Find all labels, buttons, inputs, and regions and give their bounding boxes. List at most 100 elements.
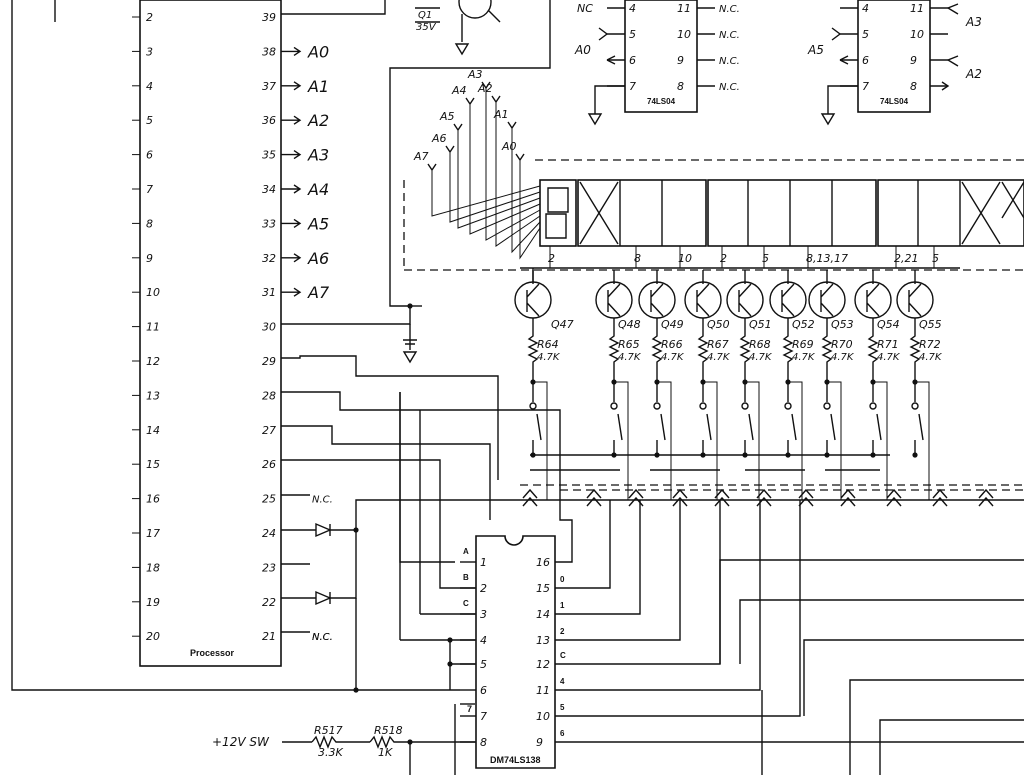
- display-address-label: A7: [413, 150, 429, 163]
- proc-right-pin-number: 38: [262, 45, 276, 58]
- address-label: A4: [307, 180, 329, 199]
- input-fork-icon: [453, 123, 463, 132]
- resistor-value: 4.7K: [792, 352, 816, 363]
- capacitor-symbol: [403, 324, 417, 350]
- arrow-right-icon: [281, 150, 302, 160]
- proc-left-pin-number: 4: [146, 80, 153, 93]
- inverter-pin-number: 4: [862, 2, 869, 15]
- inverter-pin-number: 5: [629, 28, 636, 41]
- switch-blade: [613, 413, 623, 455]
- inverter-pin-number: 8: [677, 80, 684, 93]
- switch-blade: [702, 413, 712, 455]
- proc-left-pin-number: 9: [146, 252, 153, 265]
- resistor-value: 4.7K: [618, 352, 642, 363]
- proc-left-pin-number: 11: [146, 321, 160, 334]
- decoder-body: [475, 535, 556, 769]
- arrow-right-icon: [281, 115, 302, 125]
- dec-out0-wire: [555, 500, 611, 589]
- dec-output-label: 6: [560, 729, 565, 738]
- connector-chevron-icon: [586, 488, 602, 507]
- connector-chevron-icon: [522, 488, 538, 507]
- proc-left-pin-number: 10: [146, 286, 160, 299]
- transistor-label: Q54: [877, 318, 900, 331]
- resistor-ref: R64: [537, 338, 559, 351]
- dec-left-pin-number: 5: [480, 658, 487, 671]
- proc-right-pin-number: 22: [262, 596, 276, 609]
- proc-left-pin-number: 5: [146, 114, 153, 127]
- address-label: A0: [307, 42, 329, 61]
- inverter-output-label: A3: [965, 15, 982, 29]
- connector-chevron-icon: [714, 488, 730, 507]
- inverter-pin-number: 6: [862, 54, 869, 67]
- address-line-wire: [495, 102, 541, 247]
- resistor-ref: R66: [661, 338, 683, 351]
- resistor-value: 4.7K: [919, 352, 943, 363]
- inverter-pin-number: 11: [910, 2, 924, 15]
- switch-contact-icon: [610, 402, 618, 410]
- proc-right-pin-number: 29: [262, 355, 276, 368]
- dec-right-pin-number: 11: [536, 684, 550, 697]
- inverter-pin-number: 9: [910, 54, 917, 67]
- display-address-label: A4: [451, 84, 467, 97]
- left-ground-wire: [11, 0, 460, 691]
- arrow-left-icon: [606, 55, 616, 65]
- column-wire: [788, 381, 803, 500]
- pin28-wire: [281, 391, 573, 563]
- inverter-output-label: A2: [965, 67, 982, 81]
- arrow-right-icon: [281, 46, 302, 56]
- inverter-pin-number: 9: [677, 54, 684, 67]
- proc-right-pin-number: 27: [262, 424, 276, 437]
- address-label: A7: [307, 283, 330, 302]
- proc-left-pin-number: 13: [146, 389, 160, 402]
- transistor-leads: [738, 270, 752, 317]
- address-line-wire: [469, 104, 541, 235]
- arrow-right-icon: [281, 81, 302, 91]
- proc-right-pin-number: 37: [262, 80, 276, 93]
- proc-left-pin-number: 15: [146, 458, 160, 471]
- proc-left-pin-number: 17: [146, 527, 160, 540]
- dec-left-pin-number: 8: [480, 736, 487, 749]
- display-address-label: A6: [431, 132, 447, 145]
- dec-input-c-wire: [419, 548, 475, 615]
- switch-contact-icon: [784, 402, 792, 410]
- dec-output-label: 5: [560, 703, 565, 712]
- inverter-label: 74LS04: [647, 97, 676, 106]
- address-label: A3: [307, 146, 329, 165]
- inverter-body: [624, 0, 698, 113]
- proc-right-pin-number: 24: [262, 527, 276, 540]
- display-address-label: A1: [493, 108, 509, 121]
- switch-contact-icon: [653, 402, 661, 410]
- switch-blade: [826, 413, 836, 455]
- pin27-wire: [281, 425, 491, 520]
- transistor-leads: [607, 270, 621, 317]
- connector-chevron-icon: [672, 488, 688, 507]
- resistor-value: 4.7K: [831, 352, 855, 363]
- address-label: A1: [307, 77, 329, 96]
- transistor-label: Q49: [661, 318, 684, 331]
- resistor-ref: R71: [877, 338, 899, 351]
- nc-label: NC: [577, 2, 593, 15]
- transistor-label: Q52: [792, 318, 815, 331]
- resistor-icon: [909, 318, 921, 382]
- inverter-label: 74LS04: [880, 97, 909, 106]
- resistor-icon: [782, 318, 794, 382]
- transistor-symbol-icon: [514, 281, 552, 319]
- inverter-input-label: A0: [574, 43, 591, 57]
- inverter-pin-number: 5: [862, 28, 869, 41]
- proc-left-pin-number: 19: [146, 596, 160, 609]
- arrow-right-icon: [281, 184, 302, 194]
- processor-label: Processor: [190, 648, 235, 658]
- dec-left-pin-number: 2: [480, 582, 487, 595]
- arrow-left-icon: [946, 55, 959, 67]
- proc-right-pin-number: 21: [262, 630, 276, 643]
- pin26-wire: [281, 459, 475, 589]
- resistor-icon: [697, 318, 709, 382]
- transistor-leads: [526, 270, 540, 317]
- resistor-value: 4.7K: [749, 352, 773, 363]
- dec-extra-label: 7: [467, 704, 472, 714]
- proc-right-pin-number: 28: [262, 389, 276, 402]
